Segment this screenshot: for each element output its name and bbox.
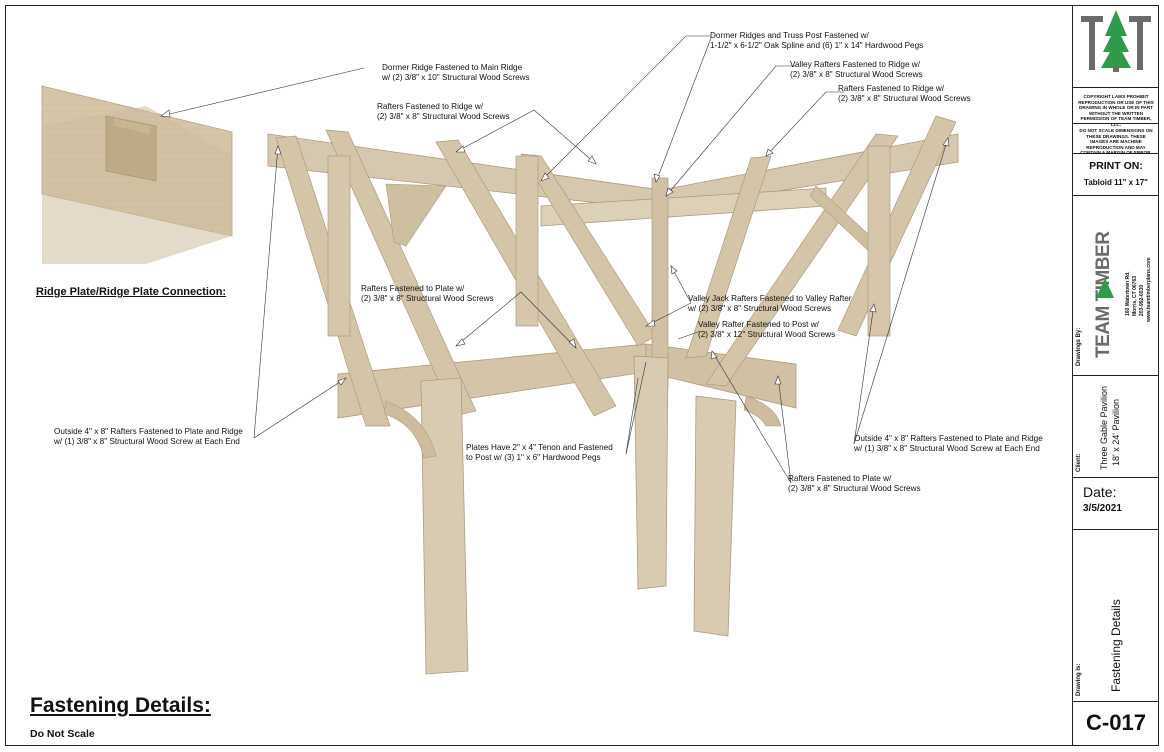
inset-title: Ridge Plate/Ridge Plate Connection: (36, 286, 227, 298)
inset-ridge-connection (41, 85, 233, 264)
annotation-dormer-ridges-truss: Dormer Ridges and Truss Post Fastened w/… (710, 31, 924, 50)
drawings-by-label: Drawings By: (1076, 327, 1082, 366)
scale-note-cell: DO NOT SCALE DIMENSIONS ON THESE DRAWING… (1073, 124, 1159, 155)
annotation-plates-tenon: Plates Have 2" x 4" Tenon and Fastened t… (466, 443, 613, 462)
drawing-name: Fastening Details (1109, 599, 1123, 692)
pavilion-frame (267, 115, 959, 675)
client-label: Client: (1076, 453, 1082, 472)
annotation-dormer-ridge-main: Dormer Ridge Fastened to Main Ridge w/ (… (382, 63, 530, 82)
annotation-outside-right: Outside 4" x 8" Rafters Fastened to Plat… (854, 434, 1043, 453)
company-tree-icon (1096, 278, 1114, 298)
leader-arrowheads (160, 109, 950, 386)
tat-logo (1081, 10, 1151, 72)
drawing-label: Drawing Is: (1076, 663, 1082, 696)
annotation-rafters-plate-left: Rafters Fastened to Plate w/ (2) 3/8" x … (361, 284, 494, 303)
logo-cell (1073, 6, 1159, 88)
date-value: 3/5/2021 (1083, 503, 1122, 514)
annotation-valley-rafters-ridge: Valley Rafters Fastened to Ridge w/ (2) … (790, 60, 923, 79)
annotation-rafters-ridge-right: Rafters Fastened to Ridge w/ (2) 3/8" x … (838, 84, 971, 103)
client-name: Three Gable Pavilion (1099, 385, 1109, 470)
sheet-number: C-017 (1086, 710, 1146, 735)
company-address-2: Morris, CT 06763 (1132, 275, 1138, 316)
copyright-cell: COPYRIGHT LAWS PROHIBIT REPRODUCTION OR … (1073, 88, 1159, 127)
annotation-valley-jack: Valley Jack Rafters Fastened to Valley R… (688, 294, 852, 313)
timber-frame-render (41, 35, 959, 675)
print-label: PRINT ON: (1089, 160, 1143, 172)
client-cell: Client: Three Gable Pavilion 18' x 24' P… (1073, 376, 1159, 478)
client-project: 18' x 24' Pavilion (1111, 399, 1121, 466)
date-cell: Date: 3/5/2021 (1073, 478, 1159, 530)
print-value: Tabloid 11" x 17" (1084, 178, 1148, 187)
company-phone: 203-992-6530 (1139, 284, 1145, 316)
title-block: COPYRIGHT LAWS PROHIBIT REPRODUCTION OR … (1072, 6, 1159, 745)
drawings-by-cell: Drawings By: TEAM TIMBER 160 Watertown R… (1073, 196, 1159, 376)
company-website: www.teamtimberplans.com (1146, 257, 1152, 322)
date-label: Date: (1083, 484, 1117, 500)
sheet-number-cell: C-017 (1073, 702, 1159, 745)
leader-lines (160, 35, 949, 484)
sheet-subtitle: Do Not Scale (30, 728, 95, 740)
drawing-cell: Drawing Is: Fastening Details (1073, 530, 1159, 702)
sheet-title: Fastening Details: (30, 694, 211, 717)
annotation-outside-left: Outside 4" x 8" Rafters Fastened to Plat… (54, 427, 243, 446)
annotation-rafters-ridge-left: Rafters Fastened to Ridge w/ (2) 3/8" x … (377, 102, 510, 121)
drawing-sheet: Dormer Ridge Fastened to Main Ridge w/ (… (5, 5, 1159, 746)
drawing-area: Dormer Ridge Fastened to Main Ridge w/ (… (6, 6, 1072, 747)
company-address-1: 160 Watertown Rd. (1125, 271, 1131, 316)
print-cell: PRINT ON: Tabloid 11" x 17" (1073, 154, 1159, 196)
annotation-rafters-plate-right: Rafters Fastened to Plate w/ (2) 3/8" x … (788, 474, 921, 493)
annotation-valley-rafter-post: Valley Rafter Fastened to Post w/ (2) 3/… (698, 320, 836, 339)
